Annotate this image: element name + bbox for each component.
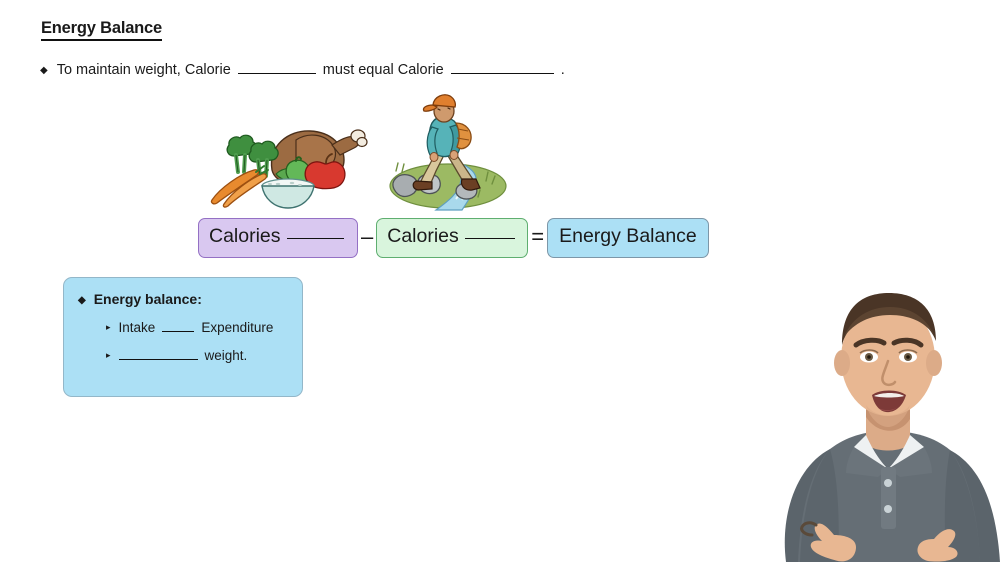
- page-title: Energy Balance: [41, 19, 162, 41]
- main-bullet-text-after: .: [560, 62, 565, 78]
- energy-balance-definition-box: ◆ Energy balance: ▸ Intake Expenditure ▸…: [63, 277, 303, 397]
- calories-intake-box: Calories: [198, 218, 358, 258]
- energy-balance-result-box: Energy Balance: [547, 218, 709, 258]
- calories-intake-label: Calories: [209, 225, 281, 248]
- definition-item-weight-label: weight.: [204, 348, 248, 363]
- definition-item-expenditure-label: Expenditure: [201, 320, 274, 335]
- fill-blank-intake: [237, 73, 316, 74]
- energy-balance-equation: Calories – Calories = Energy Balance: [198, 218, 709, 258]
- main-bullet-text-middle: must equal Calorie: [322, 62, 444, 78]
- definition-item-weight: ▸ weight.: [106, 348, 292, 363]
- minus-operator: –: [361, 224, 374, 249]
- definition-heading-label: Energy balance:: [93, 291, 202, 307]
- calories-expenditure-box: Calories: [376, 218, 529, 258]
- energy-balance-result-label: Energy Balance: [559, 225, 697, 248]
- definition-item-intake-label: Intake: [118, 320, 156, 335]
- definition-item-weight-blank: [118, 359, 198, 360]
- definition-item-intake: ▸ Intake Expenditure: [106, 320, 292, 335]
- definition-item-intake-blank: [162, 331, 195, 332]
- definition-heading-row: ◆ Energy balance:: [78, 291, 292, 307]
- diamond-bullet-icon: ◆: [78, 295, 86, 306]
- calories-expenditure-label: Calories: [387, 225, 459, 248]
- triangle-bullet-icon: ▸: [106, 350, 111, 360]
- presenter-video-overlay: [738, 277, 1000, 562]
- diamond-bullet-icon: ◆: [40, 65, 48, 76]
- main-bullet-line: ◆ To maintain weight, Calorie must equal…: [40, 62, 565, 78]
- fill-blank-expenditure: [450, 73, 554, 74]
- calories-expenditure-blank: [464, 237, 515, 239]
- equals-operator: =: [531, 224, 545, 249]
- calories-intake-blank: [286, 237, 344, 239]
- hiker-crossing-stream-illustration: [382, 93, 510, 211]
- triangle-bullet-icon: ▸: [106, 322, 111, 332]
- food-plate-illustration: [204, 112, 374, 210]
- main-bullet-text-before: To maintain weight, Calorie: [56, 62, 231, 78]
